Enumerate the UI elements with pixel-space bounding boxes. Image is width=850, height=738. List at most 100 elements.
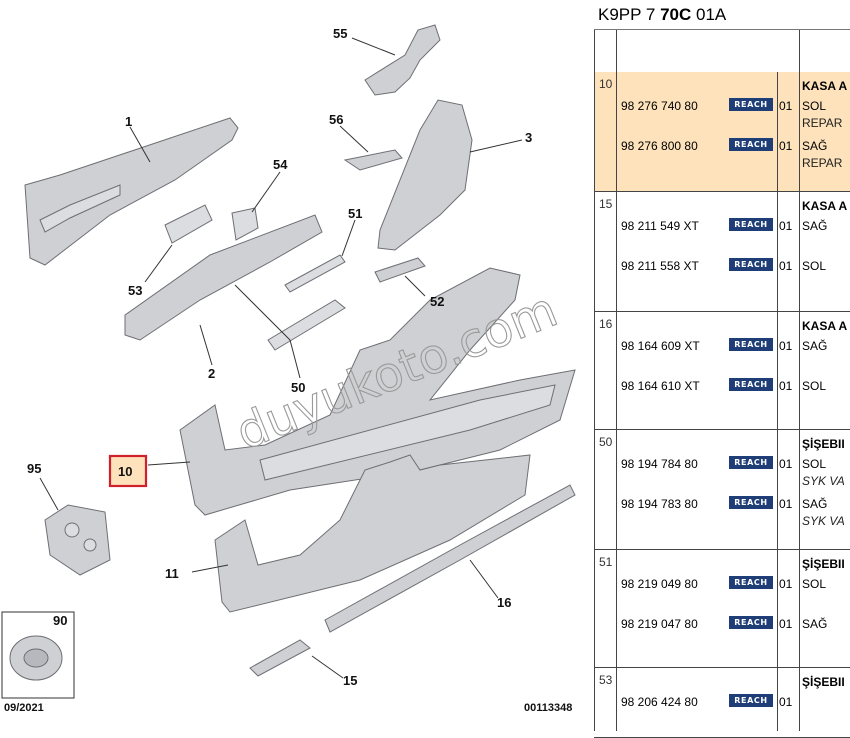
part-number[interactable]: 98 219 047 80 [621, 617, 698, 631]
reach-badge: REACH [729, 616, 773, 629]
part-side-description: SOL [802, 259, 827, 273]
group-ref-number: 15 [599, 197, 613, 211]
group-header-description: KASA A [802, 199, 848, 213]
callout-90: 90 [53, 613, 67, 628]
callout-53: 53 [128, 283, 142, 298]
reach-badge: REACH [729, 576, 773, 589]
part-number[interactable]: 98 276 740 80 [621, 99, 698, 113]
table-col-divider-qty [777, 72, 778, 731]
part-53-frame[interactable] [164, 204, 213, 244]
part-quantity: 01 [779, 695, 793, 709]
part-number[interactable]: 98 211 558 XT [621, 259, 699, 273]
table-header-row [594, 30, 850, 73]
catalog-title: K9PP 7 70C 01A [594, 0, 850, 30]
part-side-description: SAĞ [802, 219, 828, 233]
table-col-divider-ref [616, 30, 617, 731]
part-50-rail[interactable] [267, 299, 346, 351]
part-line-item[interactable]: 98 164 609 XT REACH 01 SAĞ [594, 338, 850, 355]
part-51-rail[interactable] [284, 254, 346, 293]
part-52-bracket[interactable] [374, 257, 426, 283]
part-quantity: 01 [779, 99, 793, 113]
table-group-53[interactable]: 53 ŞİŞEBII 98 206 424 80 REACH 01 [594, 668, 850, 738]
reach-badge: REACH [729, 138, 773, 151]
part-quantity: 01 [779, 259, 793, 273]
part-2-floor-rail[interactable] [124, 214, 323, 341]
callout-16: 16 [497, 595, 511, 610]
part-note: SYK VA [802, 514, 845, 528]
callout-10: 10 [118, 464, 132, 479]
part-number[interactable]: 98 276 800 80 [621, 139, 698, 153]
part-number[interactable]: 98 164 609 XT [621, 339, 700, 353]
part-note: REPAR [802, 116, 843, 130]
reach-badge: REACH [729, 694, 773, 707]
group-ref-number: 53 [599, 673, 613, 687]
part-side-description: SAĞ [802, 339, 828, 353]
callout-56: 56 [329, 112, 343, 127]
callout-1: 1 [125, 114, 132, 129]
part-note: SYK VA [802, 474, 845, 488]
part-quantity: 01 [779, 339, 793, 353]
callout-95: 95 [27, 461, 41, 476]
part-55-bracket[interactable] [364, 24, 441, 96]
group-header-description: ŞİŞEBII [802, 675, 845, 689]
part-line-item[interactable]: 98 276 800 80 REACH 01 SAĞ [594, 138, 850, 155]
part-line-item[interactable]: 98 206 424 80 REACH 01 [594, 694, 850, 711]
part-quantity: 01 [779, 379, 793, 393]
group-ref-number: 50 [599, 435, 613, 449]
reach-badge: REACH [729, 258, 773, 271]
part-quantity: 01 [779, 497, 793, 511]
part-note: REPAR [802, 156, 843, 170]
part-line-item[interactable]: 98 211 549 XT REACH 01 SAĞ [594, 218, 850, 235]
table-col-divider-desc [799, 30, 800, 731]
part-15-trim[interactable] [249, 639, 311, 677]
group-ref-number: 16 [599, 317, 613, 331]
exploded-parts-diagram: 55 1 56 3 54 51 53 52 2 50 95 11 16 15 9… [1, 24, 576, 714]
catalog-title-suffix: 01A [691, 5, 727, 24]
group-header-description: ŞİŞEBII [802, 557, 845, 571]
callout-50: 50 [291, 380, 305, 395]
reach-badge: REACH [729, 456, 773, 469]
part-16-strip[interactable] [324, 484, 576, 633]
part-11-sill[interactable] [214, 454, 531, 613]
part-number[interactable]: 98 194 784 80 [621, 457, 698, 471]
part-side-description: SOL [802, 457, 827, 471]
reach-badge: REACH [729, 98, 773, 111]
part-number[interactable]: 98 206 424 80 [621, 695, 698, 709]
callout-54: 54 [273, 157, 288, 172]
reach-badge: REACH [729, 378, 773, 391]
part-3-pillar[interactable] [377, 99, 473, 251]
part-side-description: SAĞ [802, 139, 828, 153]
part-54-bracket[interactable] [231, 207, 259, 241]
part-95-kit[interactable] [44, 504, 111, 576]
part-10-sill[interactable] [179, 267, 576, 516]
part-line-item[interactable]: 98 194 784 80 REACH 01 SOL [594, 456, 850, 473]
callout-10-highlight-box[interactable] [108, 454, 148, 488]
reach-badge: REACH [729, 338, 773, 351]
part-quantity: 01 [779, 219, 793, 233]
part-number[interactable]: 98 194 783 80 [621, 497, 698, 511]
part-number[interactable]: 98 219 049 80 [621, 577, 698, 591]
callout-51: 51 [348, 206, 362, 221]
part-side-description: SAĞ [802, 497, 828, 511]
part-quantity: 01 [779, 457, 793, 471]
part-line-item[interactable]: 98 211 558 XT REACH 01 SOL [594, 258, 850, 275]
part-56-bracket[interactable] [343, 149, 403, 171]
part-1-rail[interactable] [24, 117, 239, 266]
table-group-15[interactable]: 15 KASA A 98 211 549 XT REACH 01 SAĞ 98 211 55… [594, 192, 850, 312]
part-number[interactable]: 98 164 610 XT [621, 379, 700, 393]
part-quantity: 01 [779, 139, 793, 153]
part-number[interactable]: 98 211 549 XT [621, 219, 699, 233]
catalog-title-prefix: K9PP 7 [598, 5, 661, 24]
reach-badge: REACH [729, 218, 773, 231]
part-quantity: 01 [779, 577, 793, 591]
